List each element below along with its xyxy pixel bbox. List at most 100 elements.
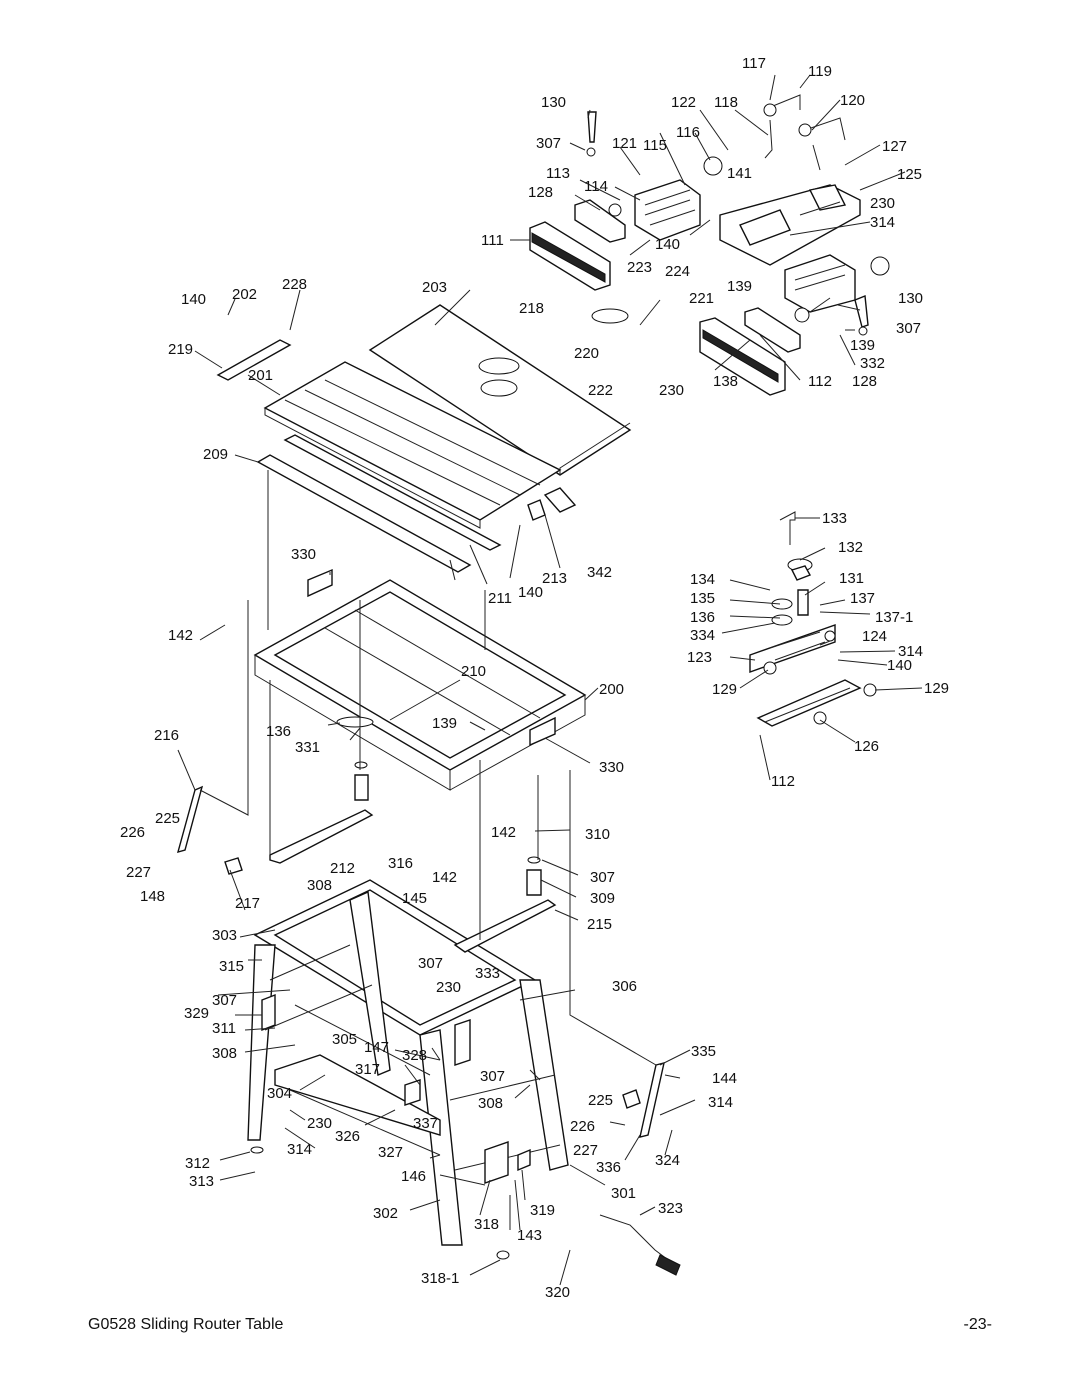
callout-118: 118 <box>714 94 738 111</box>
callout-332: 332 <box>860 355 885 372</box>
callout-307f: 307 <box>480 1068 505 1085</box>
table-frame <box>253 568 587 791</box>
callout-142: 142 <box>168 627 193 644</box>
callout-314c: 314 <box>708 1094 733 1111</box>
fence-assembly <box>529 94 890 396</box>
callout-226: 226 <box>120 824 145 841</box>
callout-223: 223 <box>627 259 652 276</box>
callout-211: 211 <box>488 590 512 607</box>
callout-226b: 226 <box>570 1118 595 1135</box>
callout-130: 130 <box>541 94 566 111</box>
callout-136: 136 <box>690 609 715 626</box>
callout-312: 312 <box>185 1155 210 1172</box>
callout-230b: 230 <box>659 382 684 399</box>
callout-318: 318 <box>474 1216 499 1233</box>
callout-133: 133 <box>822 510 847 527</box>
callout-148: 148 <box>140 888 165 905</box>
callout-313: 313 <box>189 1173 214 1190</box>
callout-147: 147 <box>364 1039 389 1056</box>
callout-140b: 140 <box>181 291 206 308</box>
callout-213: 213 <box>542 570 567 587</box>
callout-301: 301 <box>611 1185 636 1202</box>
callout-225b: 225 <box>588 1092 613 1109</box>
callout-132: 132 <box>838 539 863 556</box>
callout-334: 334 <box>690 627 715 644</box>
callout-311: 311 <box>212 1020 236 1037</box>
callout-126: 126 <box>854 738 879 755</box>
callout-135: 135 <box>690 590 715 607</box>
callout-230: 230 <box>870 195 895 212</box>
callout-308b: 308 <box>212 1045 237 1062</box>
callout-308: 308 <box>307 877 332 894</box>
callout-136b: 136 <box>266 723 291 740</box>
callout-137-1: 137-1 <box>875 609 913 626</box>
callout-215: 215 <box>587 916 612 933</box>
callout-324: 324 <box>655 1152 680 1169</box>
callout-330: 330 <box>291 546 316 563</box>
callout-316: 316 <box>388 855 413 872</box>
callout-323: 323 <box>658 1200 683 1217</box>
callout-307d: 307 <box>418 955 443 972</box>
callout-137: 137 <box>850 590 875 607</box>
callout-228: 228 <box>282 276 307 293</box>
callout-128b: 128 <box>852 373 877 390</box>
callout-315: 315 <box>219 958 244 975</box>
callout-307e: 307 <box>212 992 237 1009</box>
callout-116: 116 <box>676 124 700 141</box>
callout-209: 209 <box>203 446 228 463</box>
callout-141: 141 <box>727 165 752 182</box>
callout-303: 303 <box>212 927 237 944</box>
callout-115: 115 <box>643 137 667 154</box>
callout-227b: 227 <box>573 1142 598 1159</box>
callout-302: 302 <box>373 1205 398 1222</box>
callout-203: 203 <box>422 279 447 296</box>
callout-117: 117 <box>742 55 766 72</box>
callout-122: 122 <box>671 94 696 111</box>
callout-130b: 130 <box>898 290 923 307</box>
callout-145: 145 <box>402 890 427 907</box>
leader-lines <box>177 74 923 1286</box>
assembly-guide-lines <box>199 470 657 1230</box>
table-tops <box>216 304 632 573</box>
callout-337: 337 <box>413 1115 438 1132</box>
callout-131: 131 <box>839 570 864 587</box>
callout-317: 317 <box>355 1061 380 1078</box>
callout-222: 222 <box>588 382 613 399</box>
callout-221: 221 <box>689 290 714 307</box>
callout-138: 138 <box>713 373 738 390</box>
callout-230d: 230 <box>307 1115 332 1132</box>
callout-335: 335 <box>691 1043 716 1060</box>
callout-128: 128 <box>528 184 553 201</box>
callout-225: 225 <box>155 810 180 827</box>
miter-gauge-assembly <box>749 511 877 727</box>
callout-318-1: 318-1 <box>421 1270 459 1287</box>
callout-140: 140 <box>655 236 680 253</box>
callout-328: 328 <box>402 1047 427 1064</box>
callout-129b: 129 <box>924 680 949 697</box>
callout-143: 143 <box>517 1227 542 1244</box>
footer-title: G0528 Sliding Router Table <box>88 1316 284 1333</box>
callout-307c: 307 <box>590 869 615 886</box>
callout-307: 307 <box>536 135 561 152</box>
callout-308c: 308 <box>478 1095 503 1112</box>
callout-306: 306 <box>612 978 637 995</box>
callout-304: 304 <box>267 1085 292 1102</box>
callout-333: 333 <box>475 965 500 982</box>
callout-314: 314 <box>870 214 895 231</box>
callout-200: 200 <box>599 681 624 698</box>
callout-113: 113 <box>546 165 570 182</box>
callout-230c: 230 <box>436 979 461 996</box>
callout-314b: 314 <box>898 643 923 660</box>
callout-114: 114 <box>584 178 608 195</box>
callout-220: 220 <box>574 345 599 362</box>
callout-224: 224 <box>665 263 690 280</box>
callout-111: 111 <box>481 232 504 249</box>
callout-210: 210 <box>461 663 486 680</box>
callout-146: 146 <box>401 1168 426 1185</box>
callout-129: 129 <box>712 681 737 698</box>
callout-310: 310 <box>585 826 610 843</box>
callout-314d: 314 <box>287 1141 312 1158</box>
callout-320: 320 <box>545 1284 570 1301</box>
callout-139c: 139 <box>432 715 457 732</box>
